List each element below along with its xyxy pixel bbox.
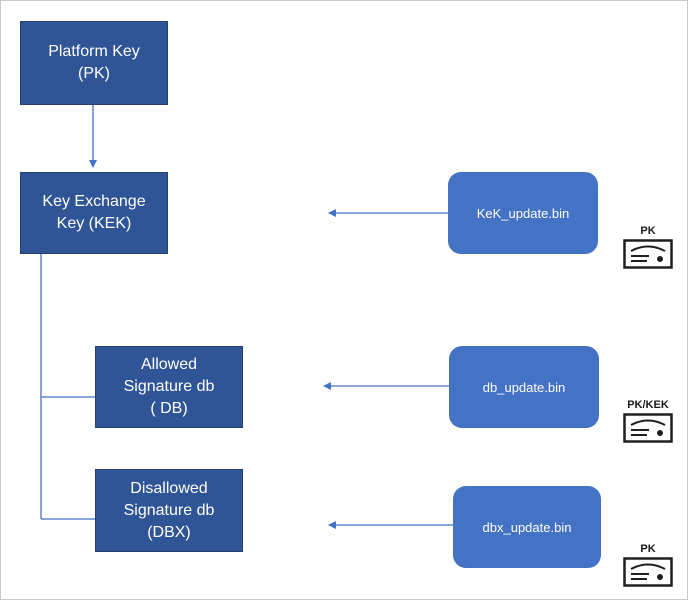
allowed-signature-db-label: Allowed Signature db ( DB)	[123, 356, 215, 417]
kek-update-signer-label: PK	[640, 225, 656, 237]
kek-update-signer: PK	[617, 225, 679, 269]
disallowed-signature-db-label: Disallowed Signature db (DBX)	[123, 479, 215, 541]
dbx-update-signer: PK	[617, 543, 679, 587]
kek-update-label: KeK_update.bin	[476, 205, 570, 221]
db-update-label: db_update.bin	[482, 379, 566, 395]
db-update-signer-label: PK/KEK	[627, 399, 669, 411]
dbx-update-file: dbx_update.bin	[453, 486, 601, 568]
platform-key-node: Platform Key (PK)	[20, 21, 168, 105]
certificate-icon	[623, 239, 673, 269]
platform-key-label: Platform Key (PK)	[48, 43, 140, 82]
kek-update-file: KeK_update.bin	[448, 172, 598, 254]
db-update-file: db_update.bin	[449, 346, 599, 428]
dbx-update-label: dbx_update.bin	[482, 519, 572, 535]
certificate-icon	[623, 557, 673, 587]
allowed-signature-db-node: Allowed Signature db ( DB)	[95, 346, 243, 428]
key-exchange-key-node: Key Exchange Key (KEK)	[20, 172, 168, 254]
certificate-icon	[623, 413, 673, 443]
dbx-update-signer-label: PK	[640, 543, 656, 555]
db-update-signer: PK/KEK	[617, 399, 679, 443]
disallowed-signature-db-node: Disallowed Signature db (DBX)	[95, 469, 243, 552]
key-exchange-key-label: Key Exchange Key (KEK)	[42, 193, 146, 232]
